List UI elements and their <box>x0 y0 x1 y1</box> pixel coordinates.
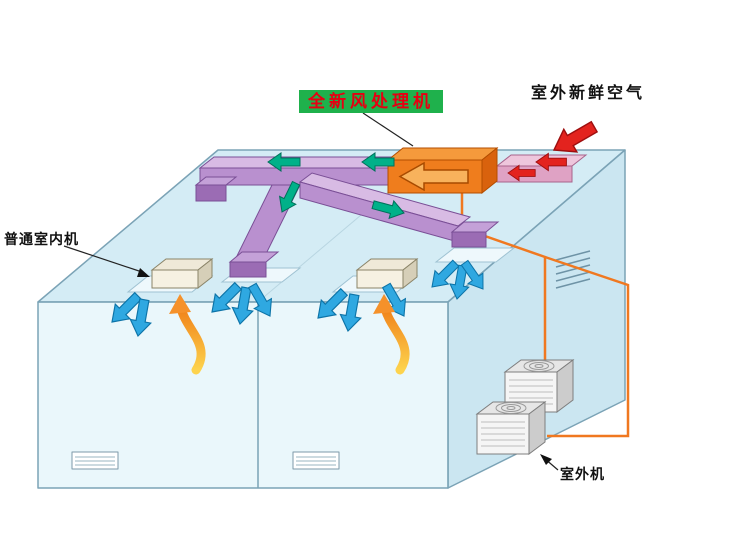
fresh-air-label: 室外新鲜空气 <box>531 85 646 102</box>
indoor-unit-label: 普通室内机 <box>4 231 79 247</box>
ahu-leader <box>362 112 414 147</box>
wall-vent <box>555 250 591 289</box>
ahu-unit <box>386 146 499 195</box>
indoor-unit-center <box>355 257 419 290</box>
fan-grille <box>523 360 555 372</box>
duct-branch-right <box>298 172 500 248</box>
return-air-arrows <box>169 294 410 375</box>
leader-lines <box>63 112 559 471</box>
front-face <box>37 301 449 489</box>
indoor-leader <box>63 245 143 273</box>
refrigerant-pipes <box>460 193 630 438</box>
indoor-unit-left <box>150 257 214 290</box>
fan-grille <box>495 402 527 414</box>
outdoor-unit-upper <box>503 359 575 413</box>
front-grille-left <box>71 451 119 470</box>
ahu-flow-arrow <box>398 161 469 192</box>
indoor-leader-arrowhead <box>137 268 150 277</box>
outdoor-unit-label: 室外机 <box>560 466 605 482</box>
duct-trunk <box>194 156 411 202</box>
ahu-label: 全新风处理机 <box>299 90 443 113</box>
outdoor-leader-arrowhead <box>540 454 552 465</box>
front-grille-right <box>292 451 340 470</box>
outdoor-unit-lower <box>475 401 547 455</box>
